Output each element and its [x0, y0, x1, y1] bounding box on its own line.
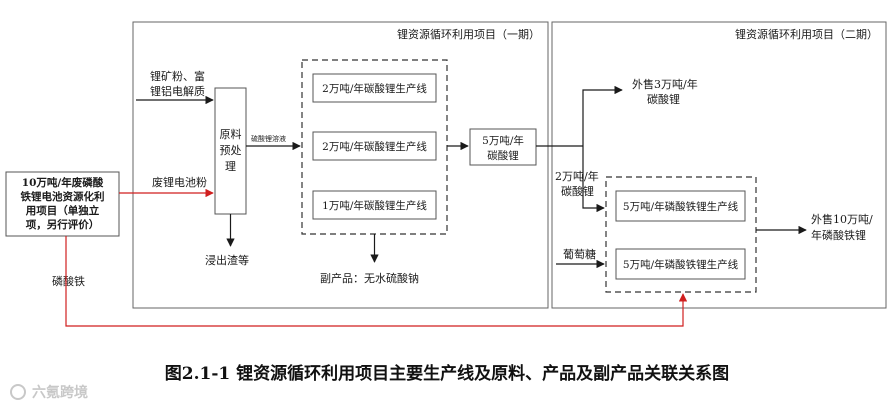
carbonate-line-3-label: 1万吨/年碳酸锂生产线 — [322, 199, 427, 212]
pretreatment-text-2: 预处 — [220, 144, 242, 157]
phase2-frame — [551, 21, 887, 309]
transfer-carbonate-arrow — [582, 146, 605, 213]
lfp-lines-group — [605, 176, 757, 293]
carbonate-total-text-1: 5万吨/年 — [482, 134, 524, 147]
carbonate-total-text-2: 碳酸锂 — [487, 149, 519, 162]
phosphate-loop-arrow — [65, 236, 688, 327]
sale-lfp-text-2: 年磷酸铁锂 — [811, 228, 866, 242]
carbonate-line-3 — [312, 190, 437, 220]
carbonate-line-2 — [312, 131, 437, 161]
lfp-project-text-2: 铁锂电池资源化利 — [21, 190, 105, 203]
transfer-carbonate-text-2: 碳酸锂 — [561, 184, 594, 198]
watermark-text: 六氪跨境 — [32, 384, 88, 401]
leachate-label: 硫酸锂溶液 — [251, 134, 286, 143]
watermark-logo: 六氪跨境 — [10, 384, 88, 401]
pretreatment-text-3: 理 — [225, 160, 236, 173]
phase1-frame — [132, 21, 549, 309]
carbonate-line-2-label: 2万吨/年碳酸锂生产线 — [322, 140, 427, 153]
sale-lfp-text-1: 外售10万吨/ — [811, 212, 873, 226]
carbonate-total-box — [469, 128, 537, 166]
watermark-icon — [10, 384, 26, 400]
sale-carbonate-text-1: 外售3万吨/年 — [632, 77, 698, 91]
lfp-recycling-project-box — [5, 171, 120, 237]
carbonate-line-1 — [312, 73, 437, 103]
lfp-project-text-4: 项，另行评价） — [26, 218, 100, 231]
lfp-line-1 — [615, 190, 746, 222]
ore-input-label-2: 锂铝电解质 — [150, 84, 205, 98]
battery-powder-label: 废锂电池粉 — [152, 175, 207, 189]
carbonate-line-1-label: 2万吨/年碳酸锂生产线 — [322, 82, 427, 95]
phase2-title: 锂资源循环利用项目（二期） — [735, 27, 878, 41]
byproduct-label: 副产品：无水硫酸钠 — [320, 271, 419, 285]
phosphate-label: 磷酸铁 — [52, 274, 85, 288]
pretreatment-text-1: 原料 — [220, 127, 242, 141]
lfp-line-2-label: 5万吨/年磷酸铁锂生产线 — [623, 258, 739, 271]
sale-carbonate-text-2: 碳酸锂 — [647, 92, 680, 106]
lfp-project-text-1: 10万吨/年废磷酸 — [22, 176, 104, 189]
lfp-project-text-3: 用项目（单独立 — [25, 204, 100, 217]
figure-caption: 图2.1-1 锂资源循环利用项目主要生产线及原料、产品及副产品关联关系图 — [165, 363, 729, 384]
transfer-carbonate-text-1: 2万吨/年 — [555, 169, 599, 183]
ore-input-label-1: 锂矿粉、富 — [150, 69, 205, 83]
lfp-line-2 — [615, 248, 746, 280]
lfp-line-1-label: 5万吨/年磷酸铁锂生产线 — [623, 200, 739, 213]
pretreatment-box — [214, 87, 247, 215]
leach-residue-label: 浸出渣等 — [205, 253, 249, 267]
glucose-label: 葡萄糖 — [563, 247, 596, 261]
sale-carbonate-arrow — [582, 85, 623, 146]
phase1-title: 锂资源循环利用项目（一期） — [397, 27, 540, 41]
